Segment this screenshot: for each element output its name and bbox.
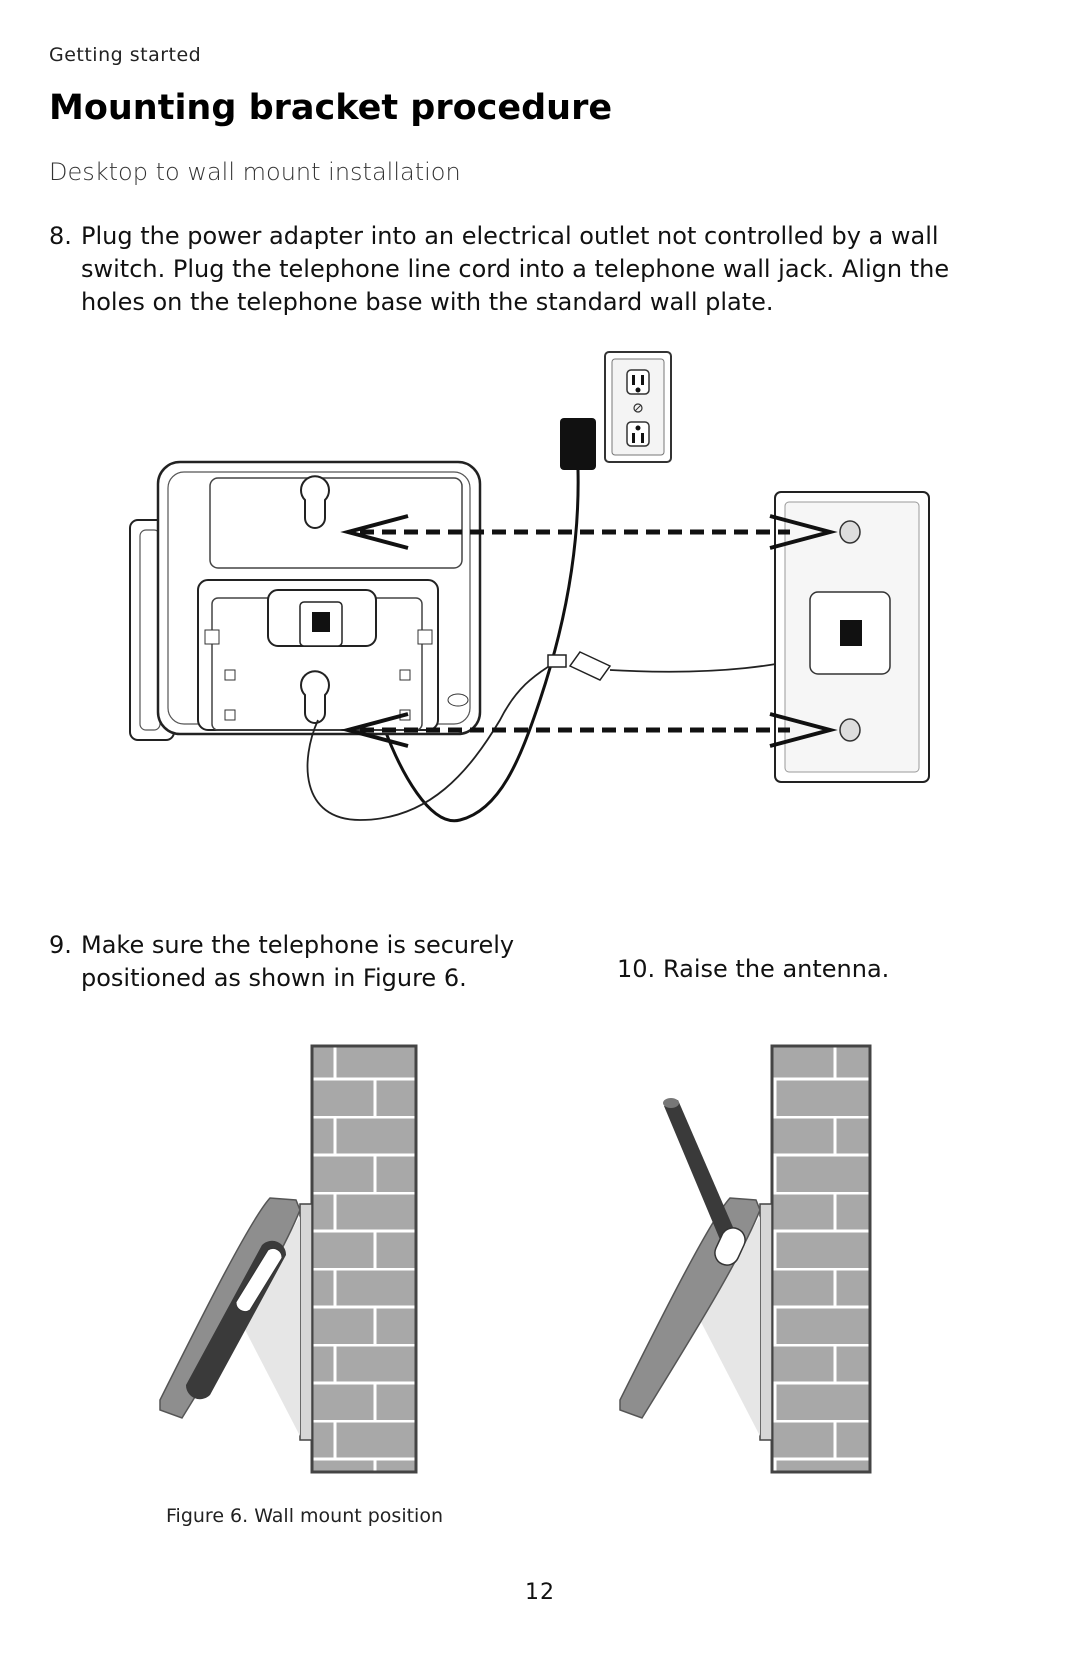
step-text: Plug the power adapter into an electrica… [81,222,950,316]
step-8: 8. Plug the power adapter into an electr… [49,220,1009,319]
step-9: 9. Make sure the telephone is securely p… [49,929,569,995]
step-10: 10. Raise the antenna. [617,953,1037,986]
telephone-line-cord [306,661,556,821]
step-text: Make sure the telephone is securely posi… [81,931,515,992]
power-cord [383,469,580,823]
alignment-arrows [340,514,838,748]
figure-caption: Figure 6. Wall mount position [166,1505,443,1527]
step-text: Raise the antenna. [663,955,890,983]
wall-mount-position-figures [159,1044,872,1474]
power-adapter [560,418,596,470]
electrical-outlet [604,351,672,463]
step-number: 9. [49,931,72,959]
telephone-base [129,460,482,741]
figure-antenna-raised [619,1044,872,1474]
page-title: Mounting bracket procedure [49,88,613,128]
section-label: Getting started [49,44,202,66]
step-number: 8. [49,222,72,250]
wall-mount-installation-diagram [129,351,930,823]
page-subtitle: Desktop to wall mount installation [49,158,461,186]
wall-plate [774,491,930,783]
figure-wall-mounted-phone [159,1044,418,1474]
line-cord-plug [547,654,567,668]
step-number: 10. [617,955,656,983]
page-number: 12 [525,1580,555,1605]
